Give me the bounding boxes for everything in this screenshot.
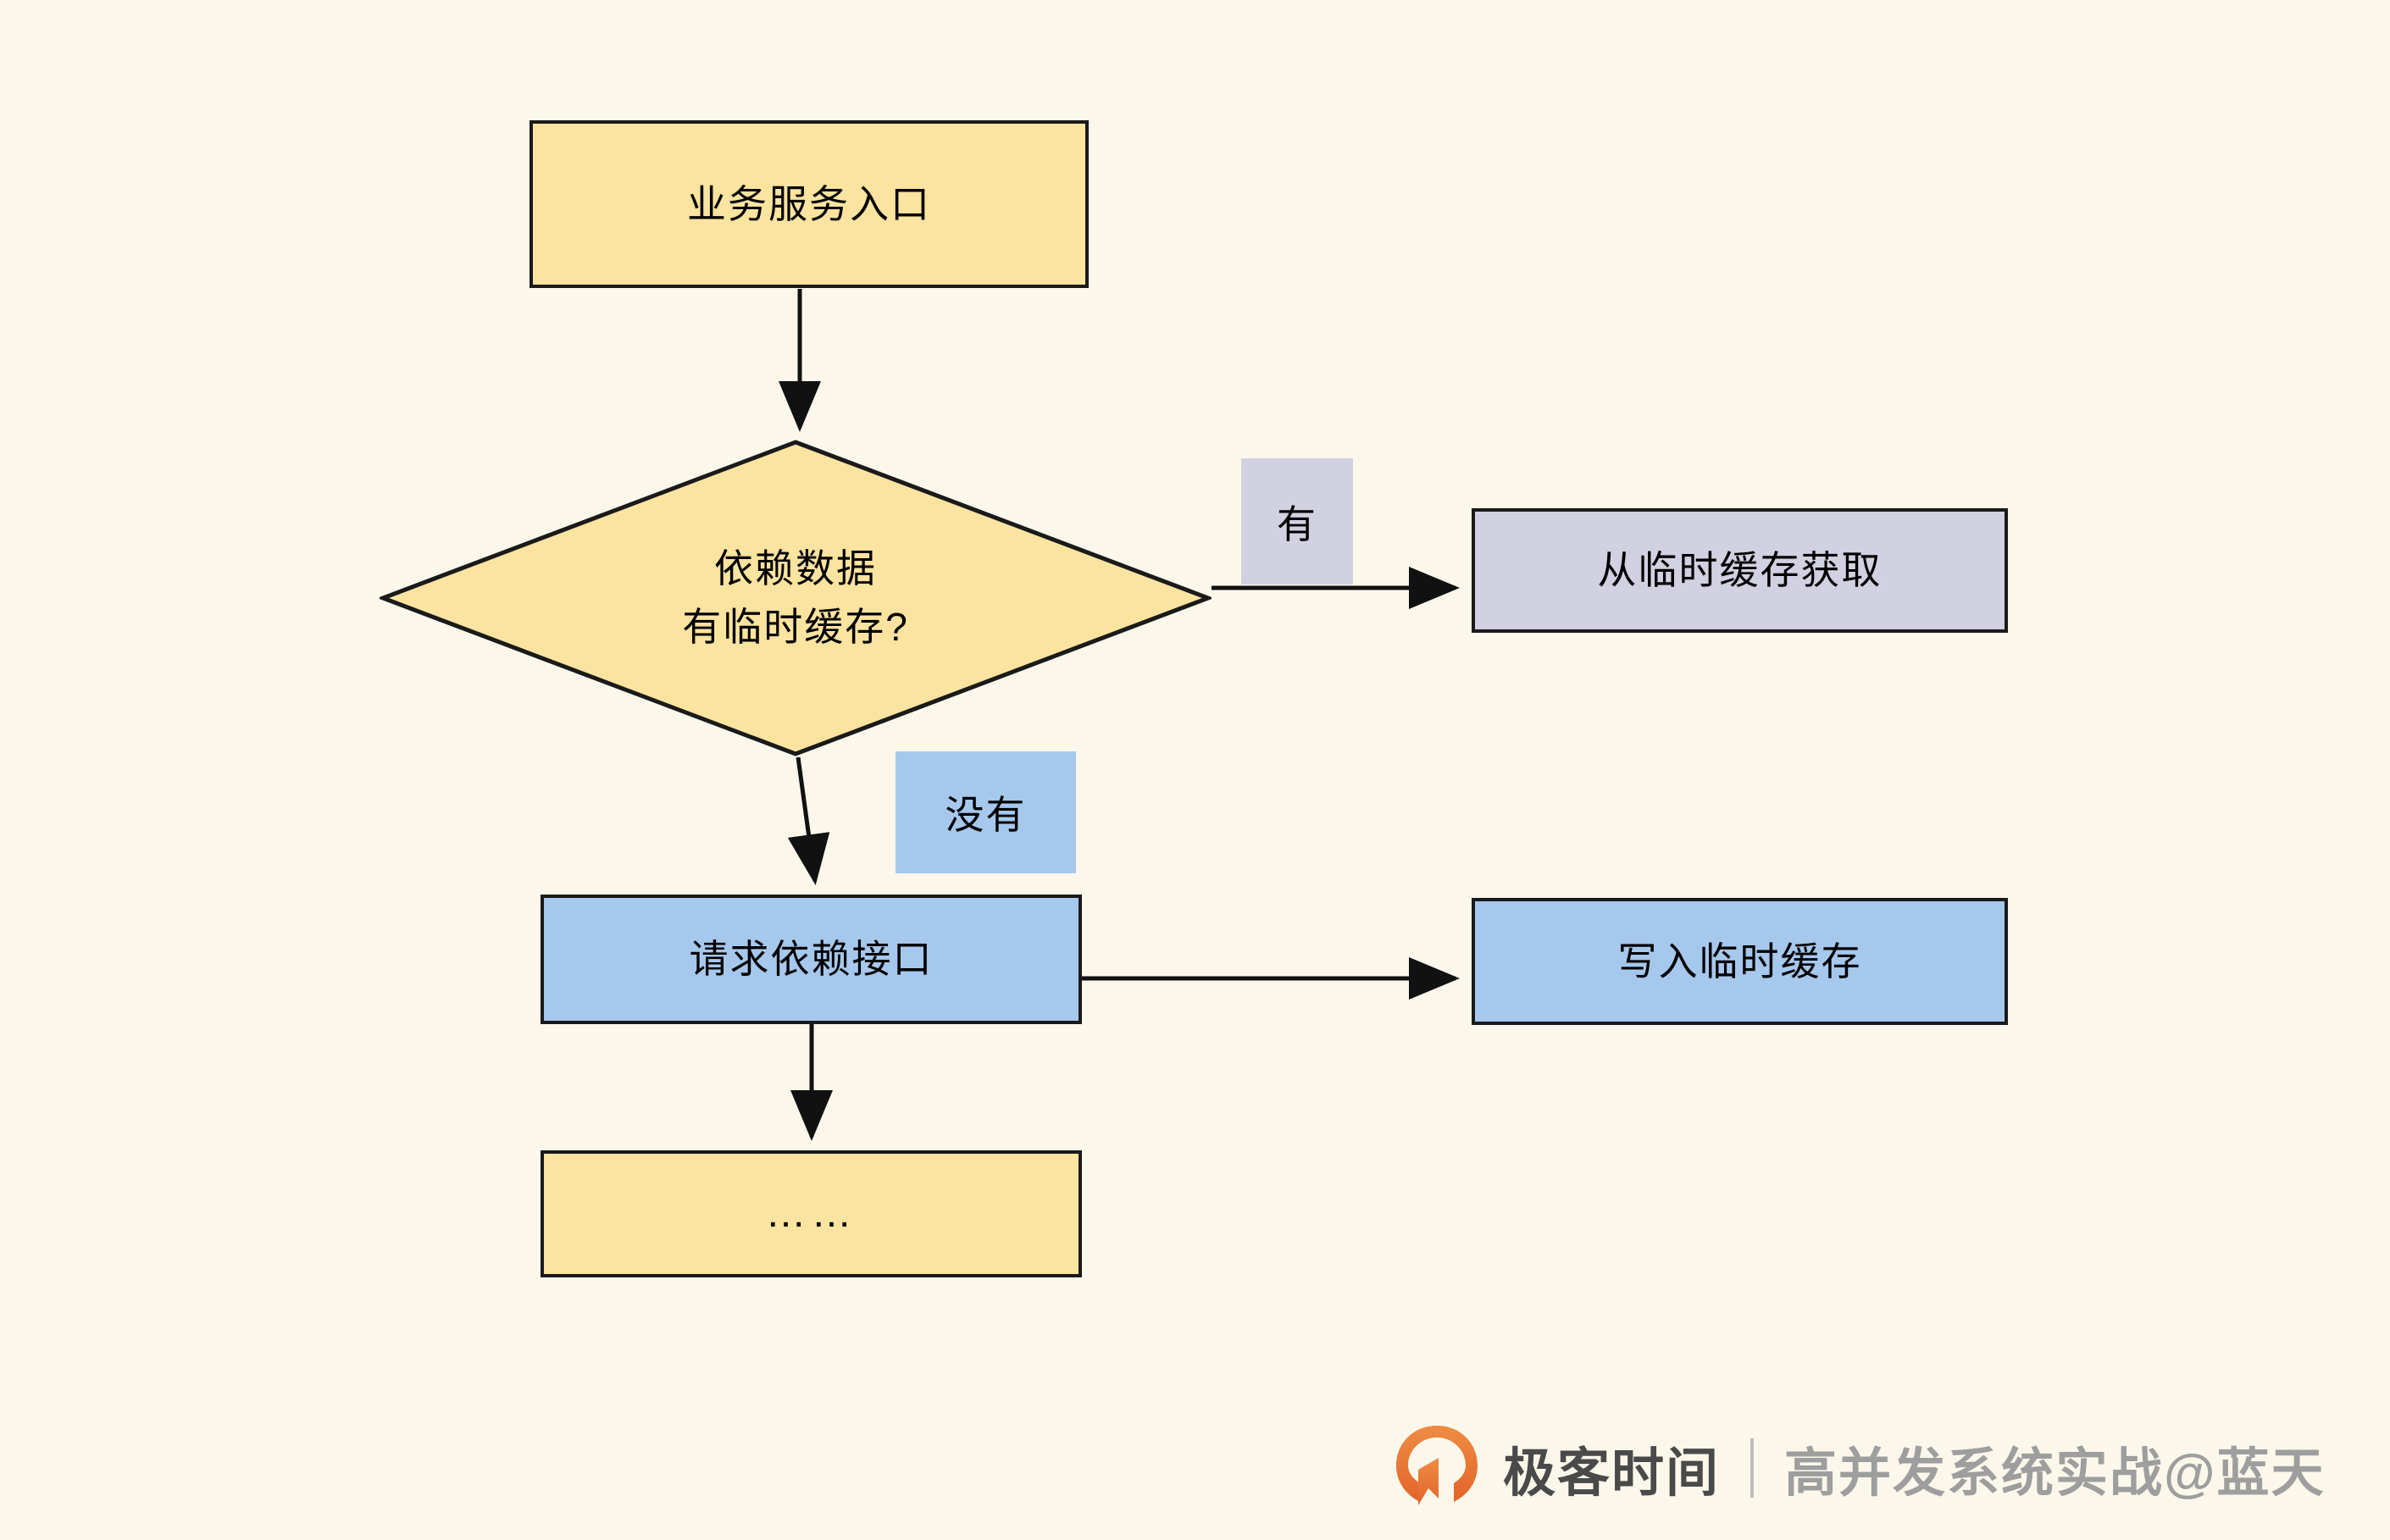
node-read-from-temp-cache[interactable]: 从临时缓存获取 — [1472, 508, 2008, 633]
node-decision-has-temp-cache[interactable]: 依赖数据 有临时缓存? — [380, 439, 1212, 757]
edge-label-yes: 有 — [1241, 458, 1353, 584]
watermark-divider — [1750, 1438, 1755, 1498]
node-write-to-temp-cache[interactable]: 写入临时缓存 — [1472, 898, 2008, 1025]
edge-decision-to-request — [787, 756, 830, 885]
node-request-dependency-api[interactable]: 请求依赖接口 — [541, 895, 1082, 1024]
diamond-shape — [380, 440, 1212, 756]
edge-label-no: 没有 — [896, 751, 1076, 873]
node-business-service-entry[interactable]: 业务服务入口 — [530, 120, 1089, 288]
watermark-course: 高并发系统实战@蓝天 — [1784, 1444, 2326, 1503]
watermark-brand: 极客时间 — [1503, 1444, 1721, 1503]
geektime-logo-icon — [1396, 1426, 1478, 1505]
node-ellipsis-more-steps[interactable]: …… — [541, 1150, 1082, 1277]
watermark: 极客时间 高并发系统实战@蓝天 — [1389, 1413, 2325, 1523]
